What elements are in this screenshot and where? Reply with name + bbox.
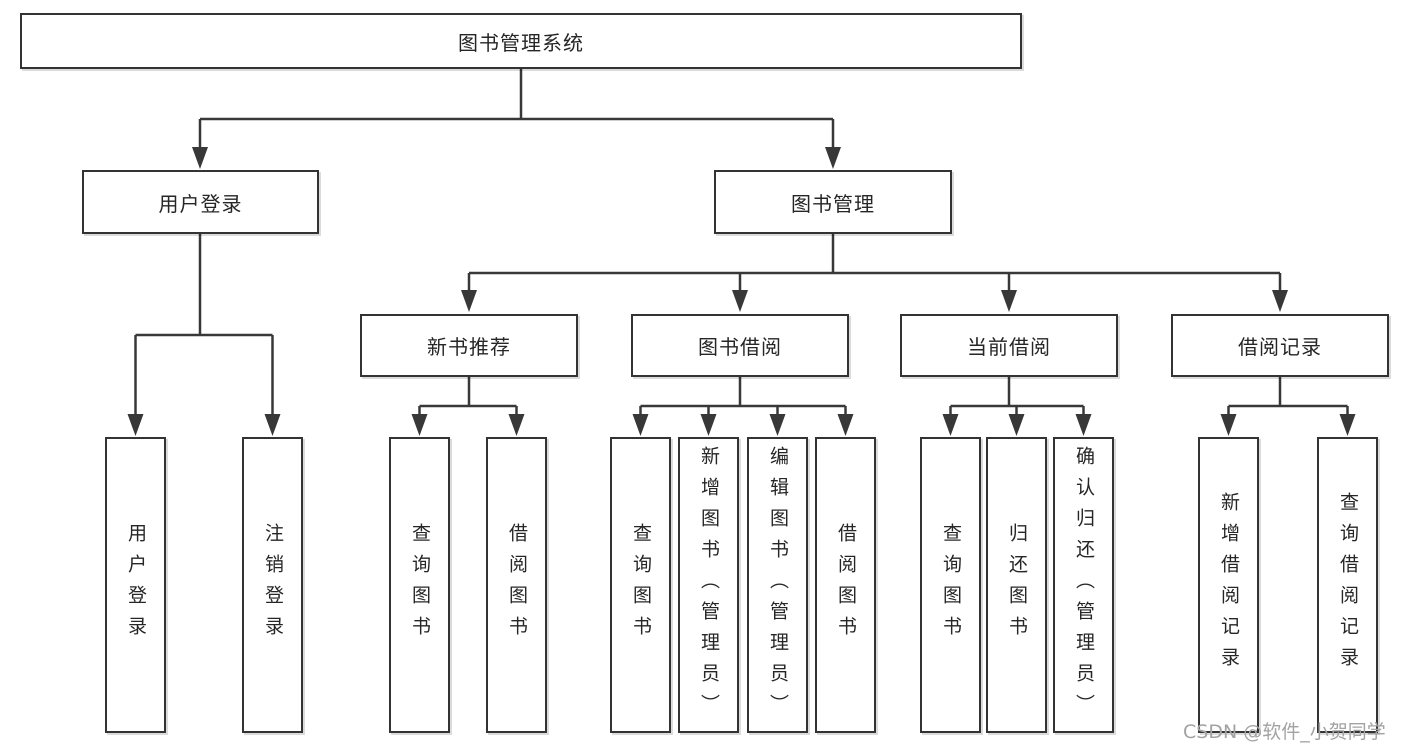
leaf-user-login: 用户登录 (105, 437, 166, 733)
node-root-label: 图书管理系统 (458, 30, 584, 55)
node-new-book-recommend: 新书推荐 (360, 314, 578, 377)
leaf-borrow-books-recommend: 借阅图书 (486, 437, 547, 733)
leaf-confirm-return-admin: 确认归还（管理员） (1053, 437, 1114, 733)
leaf-add-book-admin: 新增图书（管理员） (678, 437, 739, 733)
node-user-login: 用户登录 (82, 170, 319, 234)
leaf-return-book: 归还图书 (986, 437, 1047, 733)
leaf-edit-book-admin: 编辑图书（管理员） (747, 437, 808, 733)
node-borrow-records: 借阅记录 (1171, 314, 1389, 377)
leaf-add-borrow-record: 新增借阅记录 (1198, 437, 1259, 733)
node-root-system: 图书管理系统 (20, 13, 1022, 69)
node-user-login-label: 用户登录 (158, 191, 243, 216)
node-current-borrow: 当前借阅 (900, 314, 1118, 377)
leaf-query-books-borrow: 查询图书 (610, 437, 671, 733)
node-current-borrow-label: 当前借阅 (967, 335, 1051, 359)
leaf-query-books-recommend: 查询图书 (389, 437, 450, 733)
node-book-borrow: 图书借阅 (631, 314, 849, 377)
leaf-logout: 注销登录 (242, 437, 303, 733)
csdn-watermark: CSDN @软件_小贺同学 (1183, 721, 1386, 743)
node-book-management: 图书管理 (714, 170, 952, 234)
node-book-borrow-label: 图书借阅 (698, 335, 782, 359)
node-new-book-recommend-label: 新书推荐 (427, 335, 511, 359)
arrowhead-icons (127, 147, 1356, 436)
node-book-management-label: 图书管理 (791, 191, 875, 216)
leaf-query-books-current: 查询图书 (920, 437, 981, 733)
leaf-borrow-books: 借阅图书 (815, 437, 876, 733)
leaf-query-borrow-record: 查询借阅记录 (1317, 437, 1378, 733)
node-borrow-records-label: 借阅记录 (1238, 335, 1322, 359)
